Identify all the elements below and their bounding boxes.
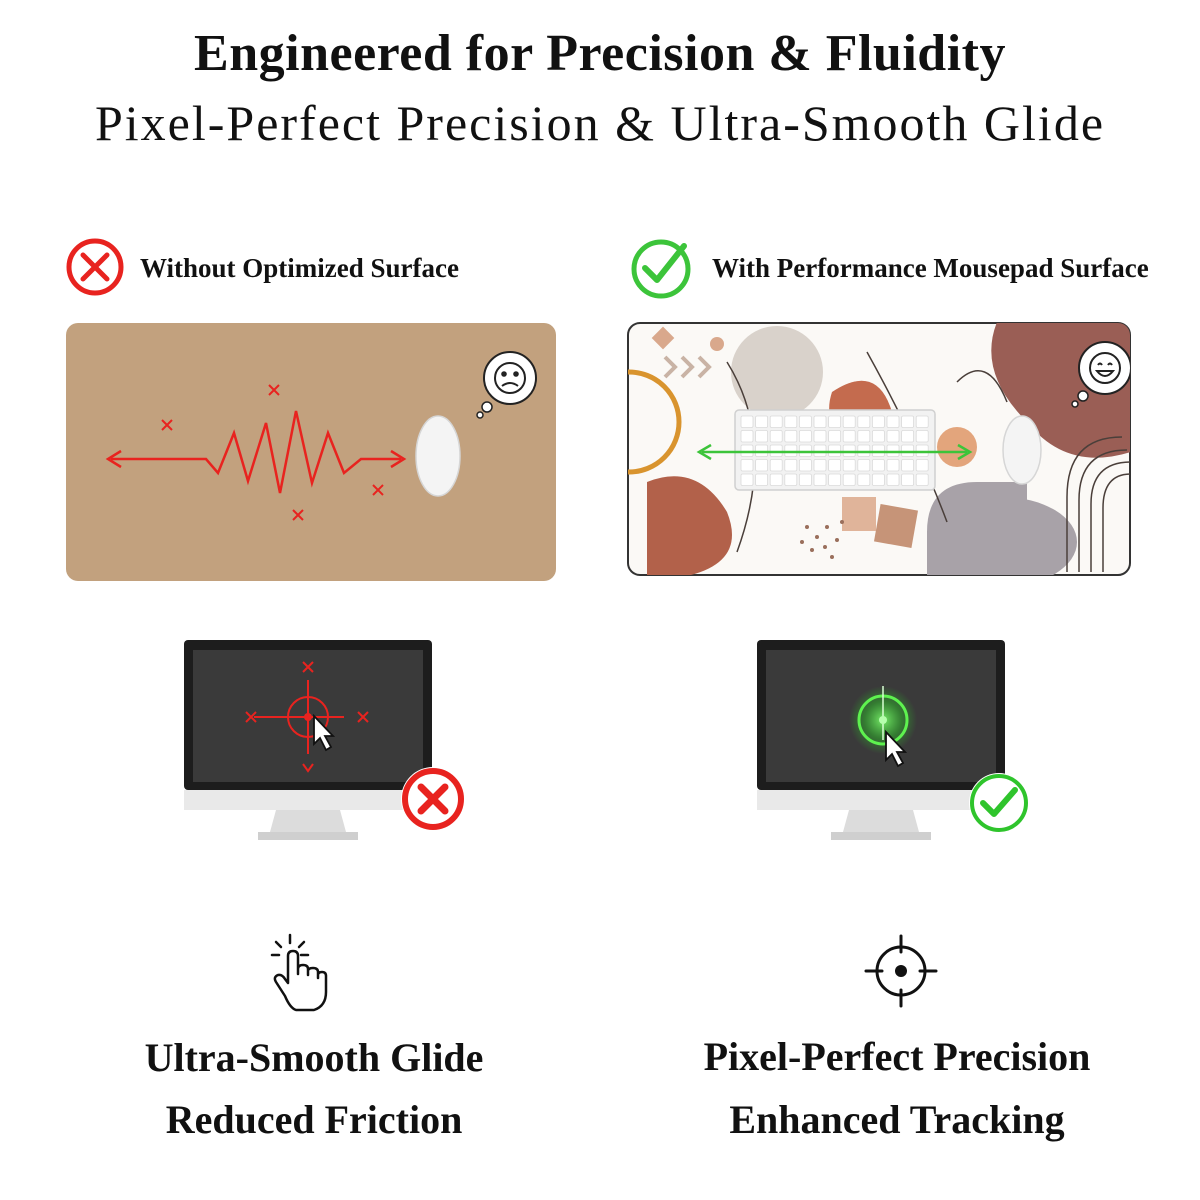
right-caption-line1: Pixel-Perfect Precision xyxy=(703,1034,1091,1079)
keyboard-key xyxy=(784,430,798,443)
keyboard-key xyxy=(871,430,885,443)
keyboard-key xyxy=(798,459,812,472)
red-x-badge-icon xyxy=(398,764,468,834)
page-subtitle: Pixel-Perfect Precision & Ultra-Smooth G… xyxy=(94,95,1106,151)
keyboard-key xyxy=(857,415,871,428)
keyboard-key xyxy=(842,459,856,472)
keyboard-key xyxy=(828,415,842,428)
keyboard-key xyxy=(740,473,754,486)
smile-face-icon xyxy=(1089,352,1121,384)
monitor-jittery xyxy=(184,640,434,845)
mouse xyxy=(415,415,461,497)
keyboard-key xyxy=(901,430,915,443)
keyboard-key xyxy=(886,459,900,472)
keyboard-key xyxy=(784,473,798,486)
keyboard-key xyxy=(784,459,798,472)
plain-mousepad xyxy=(66,323,556,581)
keyboard-key xyxy=(813,430,827,443)
keyboard-key xyxy=(813,459,827,472)
keyboard-key xyxy=(901,473,915,486)
keyboard-key xyxy=(886,430,900,443)
keyboard-key xyxy=(842,473,856,486)
keyboard-key xyxy=(769,459,783,472)
with-surface-label: With Performance Mousepad Surface xyxy=(712,253,1149,283)
keyboard-key xyxy=(871,473,885,486)
keyboard-key xyxy=(857,459,871,472)
keyboard-key xyxy=(740,430,754,443)
keyboard-key xyxy=(828,430,842,443)
keyboard-key xyxy=(813,473,827,486)
keyboard-key xyxy=(740,459,754,472)
green-check-badge-icon xyxy=(966,770,1032,836)
left-caption-line2: Reduced Friction xyxy=(165,1097,463,1142)
keyboard-key xyxy=(769,430,783,443)
error-marks xyxy=(161,384,384,521)
monitor-precise xyxy=(757,640,1007,845)
keyboard-key xyxy=(915,459,929,472)
keyboard-key xyxy=(901,415,915,428)
tap-hand-icon xyxy=(268,930,334,1016)
keyboard-key xyxy=(901,459,915,472)
keyboard-key xyxy=(740,415,754,428)
keyboard-key xyxy=(755,459,769,472)
patterned-mousepad xyxy=(627,322,1131,576)
keyboard-key xyxy=(857,473,871,486)
keyboard-key xyxy=(828,459,842,472)
keyboard-key xyxy=(886,473,900,486)
without-surface-label: Without Optimized Surface xyxy=(140,253,459,283)
right-caption-line2: Enhanced Tracking xyxy=(729,1097,1065,1142)
keyboard-key xyxy=(784,415,798,428)
frown-face-icon xyxy=(494,362,526,394)
keyboard-key xyxy=(915,415,929,428)
keyboard xyxy=(734,409,936,491)
keyboard-key xyxy=(798,430,812,443)
keyboard-key xyxy=(915,473,929,486)
keyboard-key xyxy=(813,415,827,428)
keyboard-key xyxy=(755,415,769,428)
keyboard-key xyxy=(842,430,856,443)
keyboard-key xyxy=(871,459,885,472)
left-caption-line1: Ultra-Smooth Glide xyxy=(144,1035,484,1080)
keyboard-key xyxy=(798,473,812,486)
crosshair-target-icon xyxy=(864,934,938,1008)
green-check-circle-icon xyxy=(628,234,694,300)
red-x-circle-icon xyxy=(64,236,126,298)
keyboard-key xyxy=(842,415,856,428)
keyboard-key xyxy=(886,415,900,428)
keyboard-key xyxy=(857,430,871,443)
keyboard-key xyxy=(828,473,842,486)
keyboard-key xyxy=(769,415,783,428)
keyboard-key xyxy=(871,415,885,428)
keyboard-key xyxy=(755,473,769,486)
keyboard-key xyxy=(915,430,929,443)
keyboard-key xyxy=(755,430,769,443)
mouse xyxy=(1002,415,1042,485)
keyboard-key xyxy=(798,415,812,428)
keyboard-key xyxy=(769,473,783,486)
page-title: Engineered for Precision & Fluidity xyxy=(194,25,1006,82)
jitter-line xyxy=(111,410,401,494)
